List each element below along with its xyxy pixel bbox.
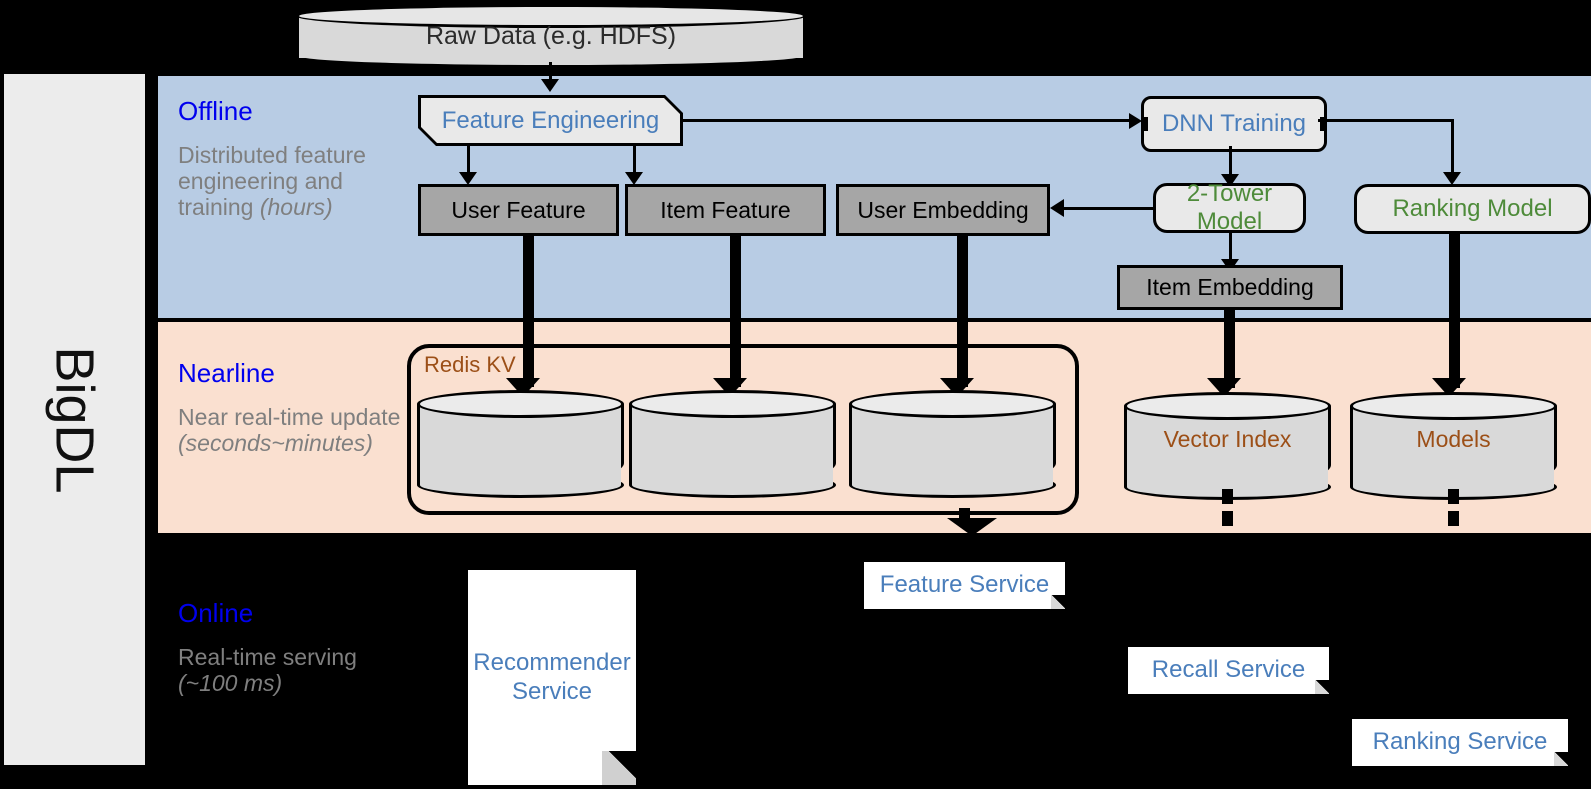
node-ranking-service-label: Ranking Service [1372,728,1548,756]
band-desc-online-text: Real-time serving [178,644,357,670]
edge-2tower-itememb [1229,233,1232,261]
node-dnn-training-label: DNN Training [1161,110,1307,137]
sidebar-bigdl: BigDL [4,74,145,765]
pipe-itememb-vectorindex [1224,310,1235,388]
pipe-userfeature-store [523,236,534,387]
store-vector-index-label: Vector Index [1163,426,1292,452]
node-user-feature-label: User Feature [451,196,586,223]
store-user-embedding-label [849,390,1056,485]
store-user-embedding[interactable] [849,390,1056,498]
node-recommender-service-label: Recommender Service [473,648,631,705]
band-title-offline: Offline [178,96,253,126]
edge-dnn-2tower [1229,146,1232,178]
raw-data-cylinder: Raw Data (e.g. HDFS) [296,4,806,68]
store-item-feature-mask [632,408,833,485]
node-item-embedding-label: Item Embedding [1146,274,1314,300]
node-ranking-model-label: Ranking Model [1392,195,1553,222]
store-user-embedding-mask [852,408,1053,485]
edge-rawdata-fe [549,62,552,82]
band-desc-online: Real-time serving (~100 ms) [178,644,418,696]
page-fold-icon [1554,752,1568,766]
group-redis-kv-label: Redis KV [424,352,516,377]
node-feature-engineering[interactable]: Feature Engineering [418,95,683,146]
node-ranking-service[interactable]: Ranking Service [1352,719,1568,766]
sidebar-label: BigDL [44,345,105,494]
band-desc-nearline-text: Near real-time update [178,404,401,430]
store-user-feature[interactable] [417,390,624,498]
arrowhead-fe-dnn [1129,113,1142,129]
node-item-embedding[interactable]: Item Embedding [1117,265,1343,310]
band-desc-online-italic: (~100 ms) [178,670,283,697]
band-desc-nearline-italic: (seconds~minutes) [178,430,373,457]
node-feature-service[interactable]: Feature Service [864,562,1065,609]
node-feature-engineering-label: Feature Engineering [421,98,680,143]
node-ranking-model[interactable]: Ranking Model [1354,184,1591,234]
page-fold-icon [1315,680,1329,694]
edge-fe-itemfeature [633,146,636,174]
node-item-feature[interactable]: Item Feature [625,184,826,236]
edge-dnn-ranking-h [1318,119,1454,122]
edge-dnn-ranking-v [1451,119,1454,177]
arrowhead-dnn-ranking [1443,172,1461,185]
pipe-itemfeature-store [730,236,741,387]
edge-fe-userfeature [467,146,470,174]
node-feature-service-label: Feature Service [879,571,1050,599]
page-fold-icon [1051,595,1065,609]
store-vector-index-mask [1127,410,1328,487]
store-vector-index[interactable]: Vector Index [1124,392,1331,500]
node-recall-service-label: Recall Service [1151,656,1306,684]
band-desc-nearline: Near real-time update (seconds~minutes) [178,404,418,456]
arrowhead-2tower-userembedding [1050,199,1064,217]
edge-fe-dnn [683,119,1131,122]
store-item-feature-top [629,390,836,418]
band-title-online: Online [178,598,254,628]
node-recommender-service[interactable]: Recommender Service [468,570,636,785]
node-user-embedding[interactable]: User Embedding [836,184,1050,236]
store-models-top [1350,392,1557,420]
node-dnn-training[interactable]: DNN Training [1141,96,1327,152]
arrowhead-redis-featureservice [947,518,997,536]
pipe-userembedding-store [957,236,968,387]
dash-redis-featureservice-1 [959,508,970,522]
arrowhead-rawdata-fe [541,79,559,92]
store-models[interactable]: Models [1350,392,1557,500]
store-user-feature-top [417,390,624,418]
dash-vectorindex-recall-2 [1222,511,1233,526]
store-user-feature-mask [420,408,621,485]
group-redis-kv [407,344,1079,515]
dash-vectorindex-recall-1 [1222,489,1233,504]
node-user-feature[interactable]: User Feature [418,184,619,236]
store-vector-index-top [1124,392,1331,420]
store-user-feature-label [417,390,624,485]
node-item-feature-label: Item Feature [660,196,791,223]
band-desc-offline-italic: (hours) [259,194,333,221]
edge-2tower-userembedding [1064,207,1156,210]
pipe-rankingmodel-models [1449,234,1460,388]
node-2tower-model-label: 2-Tower Model [1186,180,1273,235]
store-models-mask [1353,410,1554,487]
store-user-embedding-top [849,390,1056,418]
store-item-feature-label [629,390,836,485]
node-recall-service[interactable]: Recall Service [1128,647,1329,694]
node-2tower-model[interactable]: 2-Tower Model [1153,180,1306,235]
band-desc-offline-text: Distributed feature engineering and trai… [178,142,366,221]
store-item-feature[interactable] [629,390,836,498]
raw-data-label: Raw Data (e.g. HDFS) [425,21,677,50]
dash-models-ranking-2 [1448,511,1459,526]
page-fold-icon [602,751,636,785]
arrowhead-fe-itemfeature [625,172,643,185]
raw-data-top [296,4,806,28]
band-title-nearline: Nearline [178,358,275,388]
dash-models-ranking-1 [1448,489,1459,504]
arrowhead-fe-userfeature [459,172,477,185]
store-models-label: Models [1416,426,1491,452]
band-desc-offline: Distributed feature engineering and trai… [178,142,418,221]
node-user-embedding-label: User Embedding [857,196,1029,223]
